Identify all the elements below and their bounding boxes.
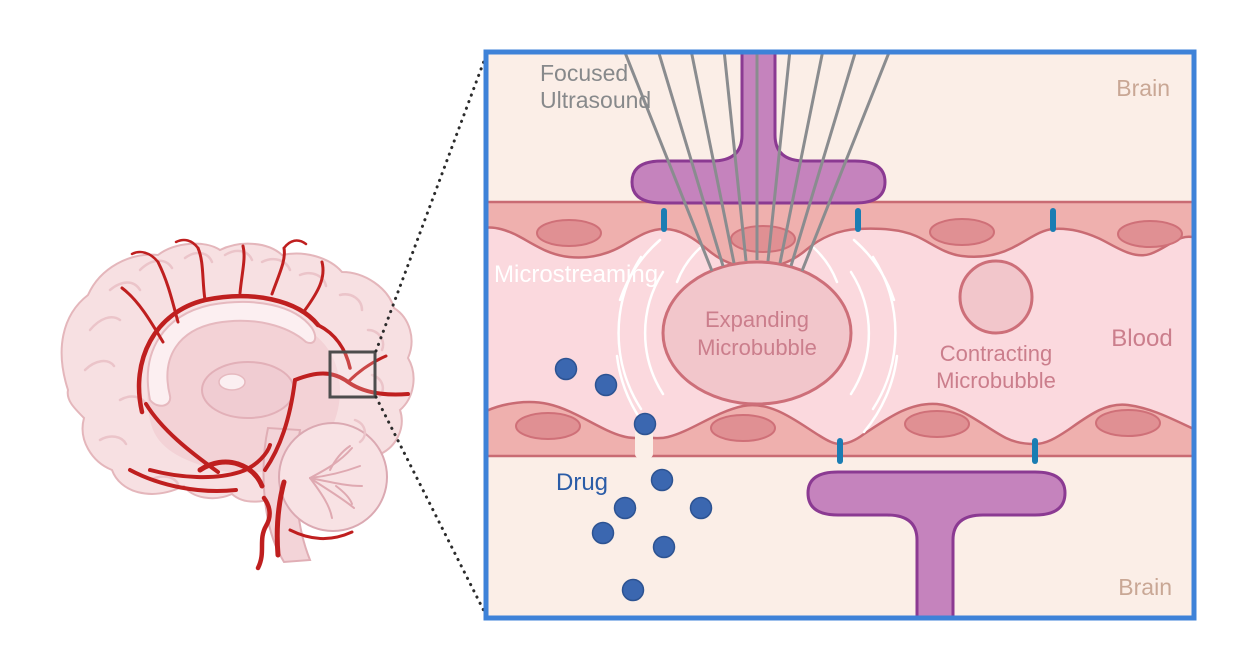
focused-ultrasound-label-line1: Focused — [540, 60, 628, 86]
drug-particle — [591, 521, 615, 545]
thalamus — [201, 361, 295, 419]
drug-particle — [689, 496, 713, 520]
endothelial-cell-nucleus — [710, 414, 776, 442]
tight-junction — [661, 208, 667, 232]
opened-barrier-gap — [635, 429, 653, 458]
drug-particle — [633, 412, 657, 436]
brain-bottom-label: Brain — [1118, 574, 1172, 600]
contracting-microbubble-label-line2: Microbubble — [936, 368, 1056, 393]
expanding-microbubble-label-line2: Microbubble — [697, 335, 817, 360]
endothelial-cell-nucleus — [1095, 409, 1161, 437]
ultrasound-beam — [789, 52, 857, 267]
ultrasound-beam — [800, 52, 891, 272]
endothelial-cell-nucleus — [929, 218, 995, 246]
corpus-callosum — [146, 301, 317, 407]
inset-panel: Focused Ultrasound Brain Microstreaming … — [486, 52, 1194, 618]
drug-particle — [652, 535, 676, 559]
contracting-microbubble — [958, 259, 1034, 335]
endothelial-nuclei — [515, 218, 1183, 442]
tight-junction — [1050, 208, 1056, 232]
tight-junctions — [661, 208, 1056, 464]
inset-panel-border — [483, 49, 1197, 621]
endothelial-cell-nucleus — [515, 412, 581, 440]
tight-junction — [837, 438, 843, 464]
cerebellum — [278, 422, 388, 532]
drug-particle — [621, 578, 645, 602]
cerebral-arteries — [120, 238, 410, 571]
ultrasound-beam — [722, 52, 748, 262]
ultrasound-beams — [623, 52, 891, 272]
drug-particle — [650, 468, 674, 492]
drug-label: Drug — [556, 469, 608, 496]
callout-line-top — [374, 51, 489, 353]
tight-junction — [1032, 438, 1038, 464]
tight-junction — [855, 208, 861, 232]
astrocyte-endfoot-bottom — [806, 470, 1067, 618]
contracting-microbubble-label-line1: Contracting — [940, 341, 1053, 366]
microstreaming-arcs — [615, 238, 899, 434]
callout-line-bottom — [374, 395, 489, 619]
endothelial-cell-nucleus — [730, 225, 796, 253]
drug-particle — [594, 373, 618, 397]
endothelial-cell-nucleus — [1117, 220, 1183, 248]
drug-particle — [613, 496, 637, 520]
expanding-microbubble-label-line1: Expanding — [705, 307, 809, 332]
interthalamic-spot — [218, 373, 246, 391]
blood-label: Blood — [1111, 325, 1172, 352]
expanding-microbubble — [661, 260, 853, 406]
drug-particle — [554, 357, 578, 381]
brain-top-label: Brain — [1116, 75, 1170, 101]
gyri — [83, 249, 385, 486]
focused-ultrasound-label-line2: Ultrasound — [540, 87, 651, 113]
ultrasound-beam — [623, 52, 714, 272]
brain-illustration — [60, 238, 415, 571]
ultrasound-beam — [657, 52, 725, 267]
drug-particles — [554, 357, 713, 602]
microstreaming-label: Microstreaming — [494, 261, 658, 288]
callout-square — [328, 350, 377, 399]
endothelial-cell-nucleus — [536, 219, 602, 247]
endothelial-cell-nucleus — [904, 410, 970, 438]
ultrasound-beam — [778, 52, 825, 264]
ultrasound-beam — [689, 52, 736, 264]
ultrasound-beam — [766, 52, 792, 262]
cerebellum-arbor — [309, 445, 363, 519]
